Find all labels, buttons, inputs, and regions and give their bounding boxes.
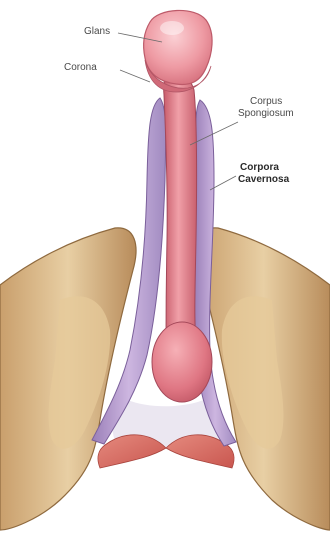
glans (144, 10, 212, 84)
corona-leader (120, 70, 150, 82)
glans-label: Glans (84, 26, 110, 37)
corpus-spongiosum-label-line1: Corpus (250, 96, 282, 107)
bulb-of-penis (152, 322, 212, 402)
corpora-cavernosa-label-line1: Corpora (240, 162, 279, 173)
corpora-cavernosa-label-line2: Cavernosa (238, 174, 289, 185)
left-base-muscle (98, 435, 166, 468)
glans-highlight (160, 21, 184, 35)
corpus-spongiosum-label-line2: Spongiosum (238, 108, 294, 119)
corpus-spongiosum (164, 74, 197, 340)
corona-label: Corona (64, 62, 97, 73)
